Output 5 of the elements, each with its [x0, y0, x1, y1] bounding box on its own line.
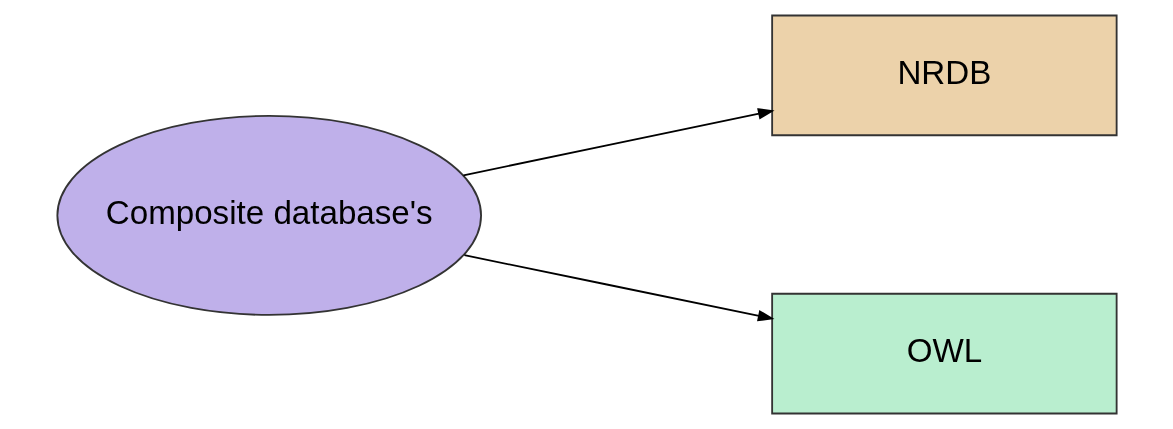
- node-box: NRDB: [770, 14, 1118, 137]
- node-box: OWL: [770, 292, 1118, 415]
- node-ellipse: Composite database's: [55, 115, 482, 316]
- arrow: [462, 254, 774, 322]
- arrow: [462, 108, 775, 177]
